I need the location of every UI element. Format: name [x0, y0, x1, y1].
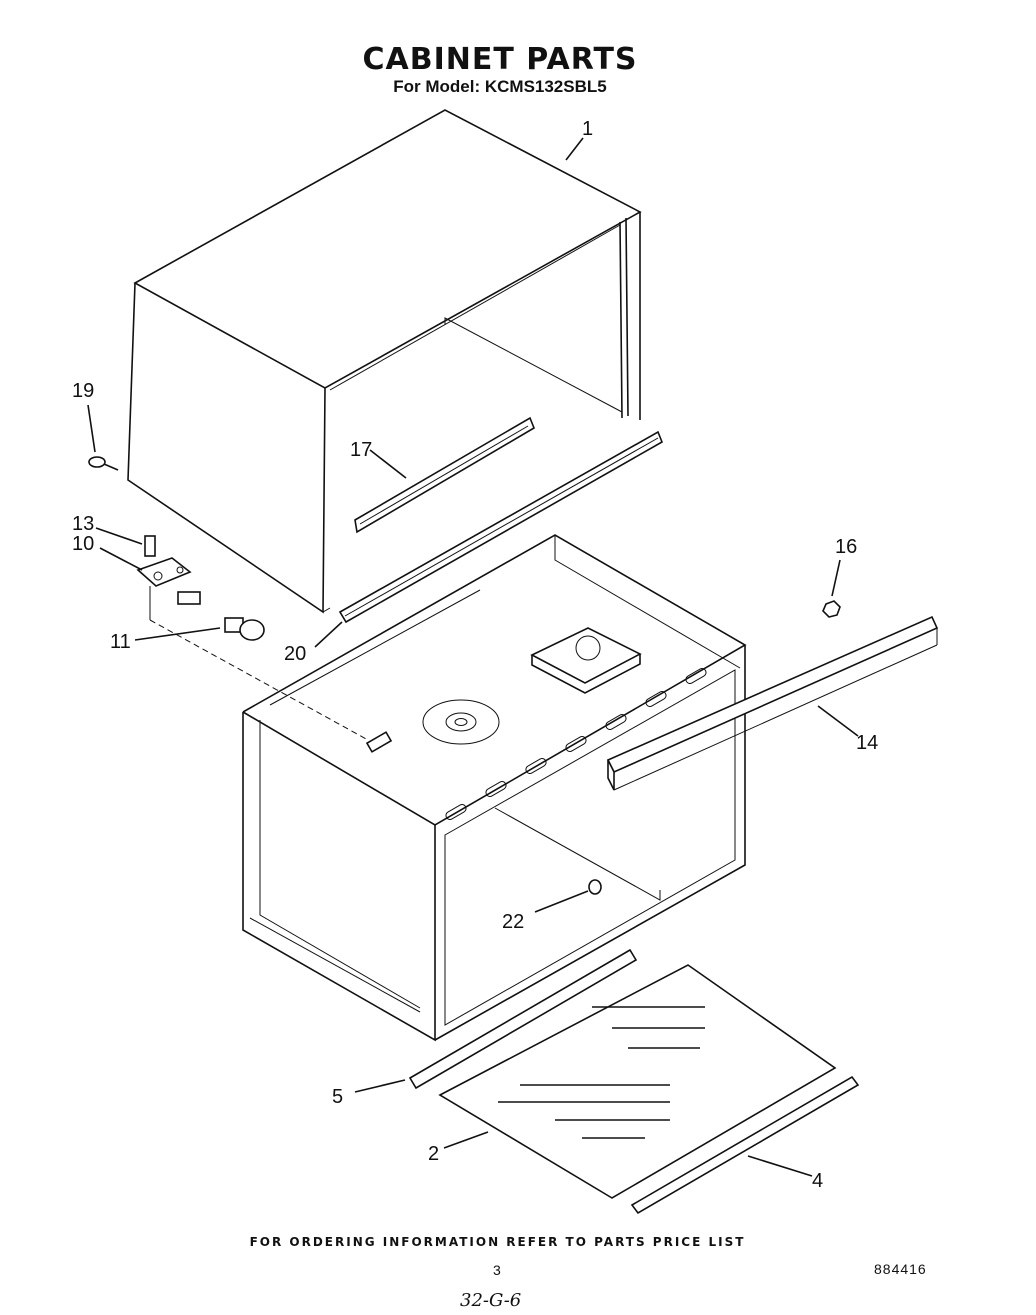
leader-lines: [87, 137, 859, 1177]
callout-2: 2: [428, 1143, 439, 1165]
document-number: 884416: [874, 1261, 927, 1277]
callout-14: 14: [856, 732, 878, 754]
callout-1: 1: [582, 118, 593, 140]
nut-part: [822, 600, 841, 618]
callout-11: 11: [110, 631, 131, 653]
callout-17: 17: [350, 439, 372, 461]
model-subtitle: For Model: KCMS132SBL5: [393, 77, 607, 96]
callout-20: 20: [284, 643, 306, 665]
callout-22: 22: [502, 911, 524, 933]
rail-part: [338, 430, 664, 624]
cabinet-wrapper-part: [127, 109, 642, 614]
page-number: 3: [493, 1262, 501, 1278]
front-strip-part: [408, 948, 638, 1090]
handwritten-note: 32-G-6: [460, 1290, 522, 1311]
oven-chassis-part: [242, 534, 747, 1042]
callout-13: 13: [72, 513, 94, 535]
callout-5: 5: [332, 1086, 343, 1108]
callout-16: 16: [835, 536, 857, 558]
page-title: CABINET PARTS: [362, 42, 638, 77]
callout-4: 4: [812, 1170, 823, 1192]
screw-part: [88, 456, 119, 471]
panel-part: [438, 964, 837, 1199]
callout-19: 19: [72, 380, 94, 402]
lamp-assembly-part: [136, 535, 369, 741]
strip-part: [354, 416, 535, 534]
bottom-strip-part: [630, 1075, 860, 1215]
callout-10: 10: [72, 533, 94, 555]
handle-rail-part: [606, 615, 939, 791]
ordering-note: FOR ORDERING INFORMATION REFER TO PARTS …: [249, 1235, 746, 1249]
